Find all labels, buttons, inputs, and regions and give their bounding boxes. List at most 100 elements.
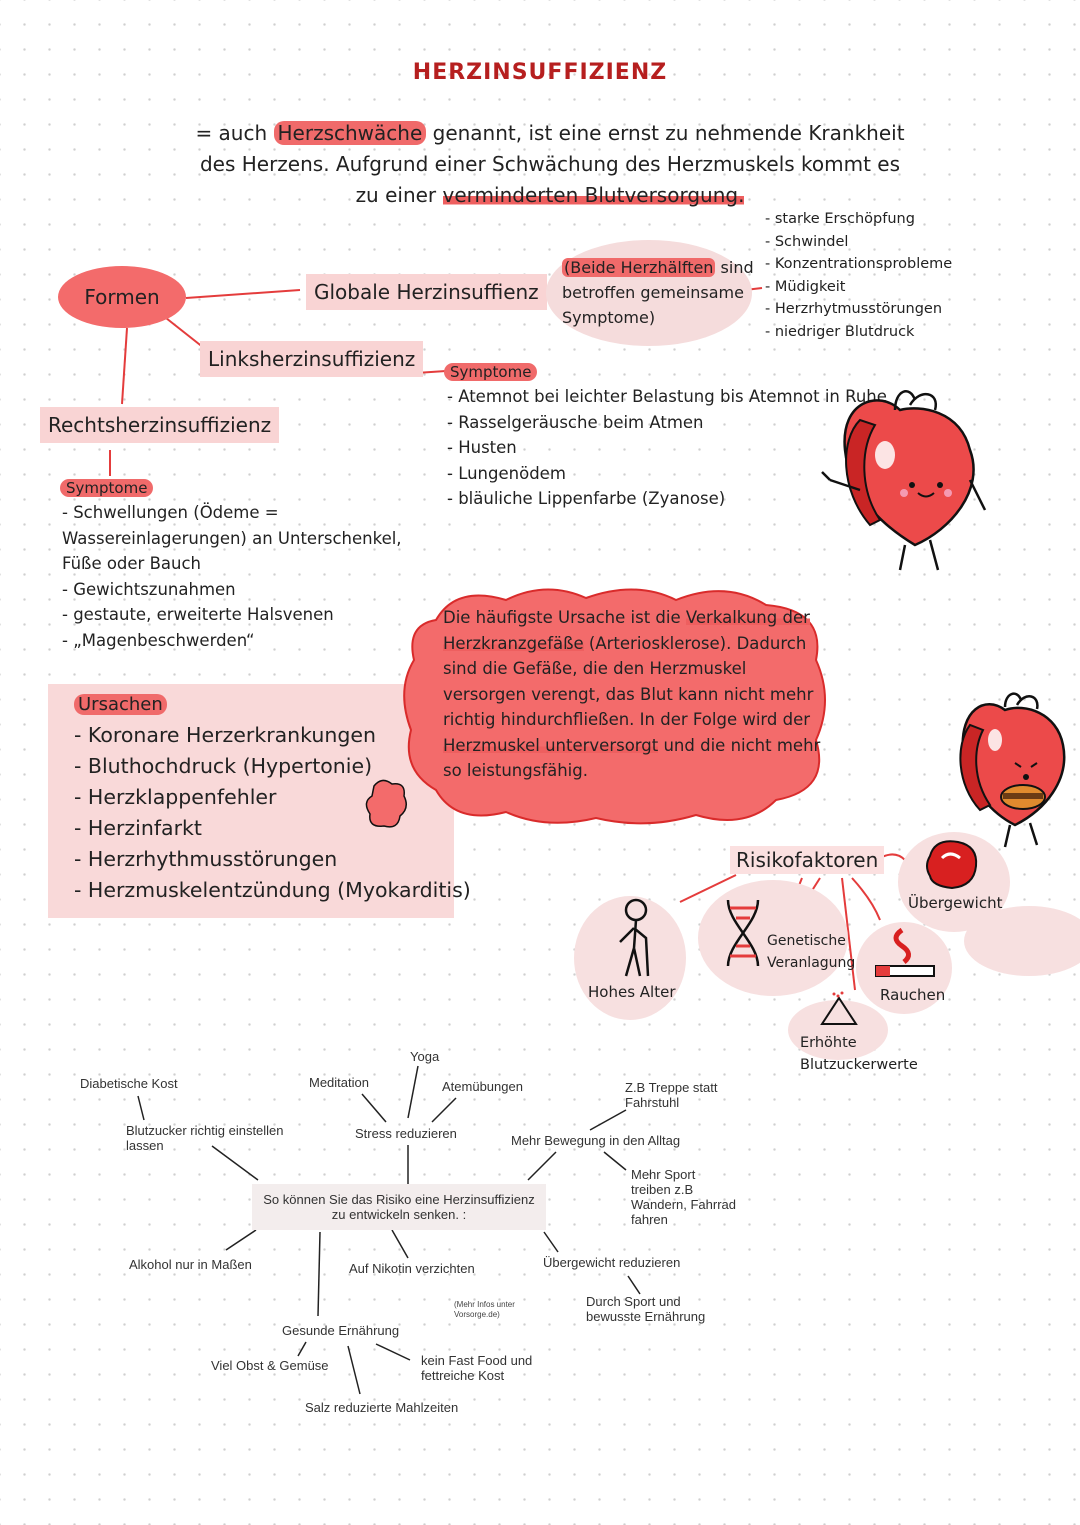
mm-sport-line4: fahren [631, 1212, 668, 1227]
mm-treppe-line1: Z.B Treppe statt [625, 1080, 718, 1095]
cloud-t1-hl: Verkalkung der [685, 608, 810, 627]
intro-underline: verminderten Blutversorgung. [442, 183, 745, 207]
cloud-t2: (Arteriosklerose). Dadurch [583, 633, 807, 653]
cloud-t1: Die häufigste Ursache ist die [443, 608, 686, 627]
list-item: - Bluthochdruck (Hypertonie) [74, 754, 373, 778]
list-item: - Koronare Herzerkrankungen [74, 723, 377, 747]
ursachen-list: Ursachen - Koronare Herzerkrankungen - B… [74, 688, 471, 906]
links-node: Linksherzinsuffizienz [200, 341, 424, 377]
list-item: Füße oder Bauch [62, 554, 202, 573]
ursachen-title: Ursachen [74, 694, 167, 715]
cigarette-icon [875, 927, 935, 977]
links-symptoms-list: - Atemnot bei leichter Belastung bis Ate… [447, 384, 887, 512]
mm-sport-line1: Mehr Sport [631, 1167, 696, 1182]
risk-bubble [788, 1000, 888, 1060]
intro-line3-a: zu einer [355, 183, 443, 207]
cloud-t2-hl: Herzkranzgefäße [443, 633, 584, 653]
cause-text: Die häufigste Ursache ist die Verkalkung… [443, 605, 823, 784]
beide-bubble [546, 240, 752, 346]
mm-atem: Atemübungen [442, 1079, 523, 1094]
list-item: - gestaute, erweiterte Halsvenen [62, 605, 334, 624]
mm-mehrinfos-line1: (Mehr Infos unter [454, 1300, 515, 1309]
risk-blutzucker: Erhöhte Blutzuckerwerte [800, 1032, 918, 1076]
warning-icon [820, 991, 858, 1025]
mm-diab: Diabetische Kost [80, 1076, 178, 1091]
cloud-t6-hl: Herzmuskel unterversorgt [443, 735, 659, 755]
mm-treppe: Z.B Treppe statt Fahrstuhl [625, 1080, 718, 1110]
list-item: - Herzrhythmusstörungen [74, 847, 338, 871]
list-item: - Schwindel [765, 233, 849, 250]
list-item: - niedriger Blutdruck [765, 323, 915, 340]
list-item: - Herzklappenfehler [74, 785, 277, 809]
intro-line2: des Herzens. Aufgrund einer Schwächung d… [199, 152, 901, 176]
risk-genetik: Genetische Veranlagung [767, 930, 855, 974]
mm-stress: Stress reduzieren [355, 1126, 457, 1141]
risk-uebergewicht: Übergewicht [908, 894, 1003, 912]
beide-line2: betroffen gemeinsame [562, 283, 744, 302]
list-item: - Atemnot bei leichter Belastung bis Ate… [447, 387, 887, 406]
small-cloud [365, 779, 407, 828]
beide-highlight: (Beide Herzhälften [562, 258, 716, 277]
list-item: - Herzinfarkt [74, 816, 202, 840]
mm-nikotin: Auf Nikotin verzichten [349, 1261, 475, 1276]
elderly-person-icon [619, 898, 650, 977]
risk-bubble [698, 880, 848, 996]
rechts-symptoms-list: - Schwellungen (Ödeme = Wassereinlagerun… [62, 500, 402, 653]
cloud-t7: so leistungsfähig. [443, 761, 588, 780]
list-item: Wassereinlagerungen) an Unterschenkel, [62, 528, 402, 548]
cloud-t5: richtig hindurchfließen. In der Folge wi… [443, 710, 811, 729]
mm-sport: Mehr Sport treiben z.B Wandern, Fahrrad … [631, 1167, 736, 1227]
mm-fastfood: kein Fast Food und fettreiche Kost [421, 1353, 532, 1383]
intro-line1-b: genannt, ist eine ernst zu nehmende Kran… [426, 121, 905, 145]
intro-highlight: Herzschwäche [273, 121, 427, 145]
mm-mehrinfos-line2: Vorsorge.de) [454, 1310, 500, 1319]
mm-fastfood-line2: fettreiche Kost [421, 1368, 505, 1383]
list-item: - Husten [447, 438, 517, 457]
meat-icon [926, 840, 978, 890]
mm-durch: Durch Sport und bewusste Ernährung [586, 1294, 705, 1324]
list-item: - „Magenbeschwerden“ [62, 630, 255, 650]
list-item: - starke Erschöpfung [765, 211, 915, 227]
mm-yoga: Yoga [410, 1049, 440, 1064]
risk-bubble [964, 906, 1080, 976]
mm-salz: Salz reduzierte Mahlzeiten [305, 1400, 459, 1415]
mm-uebergewicht: Übergewicht reduzieren [543, 1255, 681, 1270]
symptome-label: Symptome [444, 363, 538, 381]
mm-obst: Viel Obst & Gemüse [211, 1358, 329, 1373]
mm-fastfood-line1: kein Fast Food und [421, 1353, 533, 1368]
risk-genetik-line2: Veranlagung [767, 955, 856, 971]
mm-blutzucker-line1: Blutzucker richtig einstellen [126, 1123, 284, 1138]
mindmap-center: So können Sie das Risiko eine Herzinsuff… [252, 1184, 546, 1230]
sad-heart-illustration [959, 692, 1066, 848]
cloud-t3: sind die Gefäße, die den Herzmuskel [443, 659, 747, 678]
mindmap-center-line1: So können Sie das Risiko eine Herzinsuff… [263, 1192, 535, 1207]
risk-blutzucker-line2: Blutzuckerwerte [800, 1057, 918, 1073]
mm-meditation: Meditation [309, 1075, 369, 1090]
mm-durch-line1: Durch Sport und [586, 1294, 681, 1309]
mm-mehrinfos: (Mehr Infos unter Vorsorge.de) [454, 1300, 515, 1320]
mm-durch-line2: bewusste Ernährung [586, 1309, 706, 1324]
list-item: - bläuliche Lippenfarbe (Zyanose) [447, 489, 726, 508]
happy-heart-illustration [821, 390, 987, 571]
mm-sport-line2: treiben z.B [631, 1182, 694, 1197]
mm-bewegung: Mehr Bewegung in den Alltag [511, 1133, 681, 1148]
beide-rest: sind [715, 258, 754, 277]
cloud-t6: und die nicht mehr [658, 735, 821, 755]
list-item: - Konzentrationsprobleme [765, 256, 953, 272]
beide-line3: Symptome) [562, 308, 656, 327]
list-item: - Schwellungen (Ödeme = [62, 503, 279, 522]
rechts-node: Rechtsherzinsuffizienz [40, 407, 280, 443]
globale-node: Globale Herzinsuffienz [306, 274, 547, 310]
dna-icon [726, 899, 760, 967]
risk-blutzucker-line1: Erhöhte [800, 1035, 857, 1051]
list-item: - Herzmuskelentzündung (Myokarditis) [74, 878, 471, 902]
mm-gesund: Gesunde Ernährung [282, 1323, 400, 1338]
list-item: - Müdigkeit [765, 278, 846, 295]
risk-title: Risikofaktoren [730, 846, 885, 874]
global-symptoms-list: - starke Erschöpfung - Schwindel - Konze… [765, 208, 952, 343]
mm-alkohol: Alkohol nur in Maßen [129, 1257, 252, 1272]
rechts-symptome-tag: Symptome [60, 478, 154, 497]
risk-rauchen: Rauchen [880, 986, 946, 1004]
intro-line1-a: = auch [195, 121, 274, 145]
